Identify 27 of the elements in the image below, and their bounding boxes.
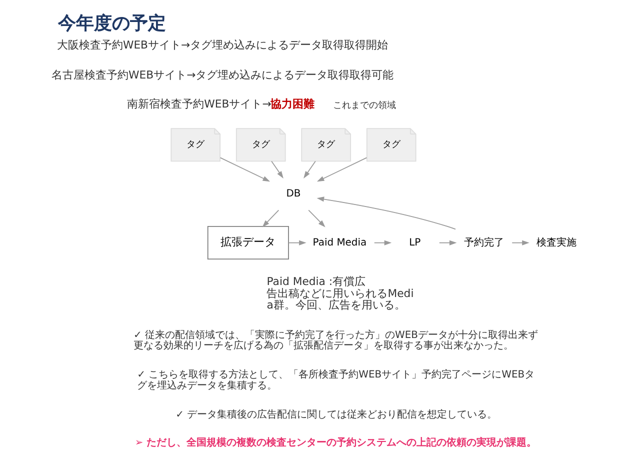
- label: 大阪検査予約WEBサイト→タグ埋め込みによるデータ取得取得開始: [56, 38, 388, 52]
- node-box: 拡張データ: [207, 226, 289, 260]
- node-text: 検査実施: [536, 237, 576, 248]
- label: ➢ ただし、全国規模の複数の検査センターの予約システムへの上記の依頼の実現が課題。: [134, 438, 537, 449]
- arrow: [288, 240, 306, 246]
- arrow: [271, 160, 284, 178]
- node-text: LP: [409, 237, 421, 248]
- diagram-title: 今年度の予定: [58, 12, 166, 34]
- arrow: [512, 240, 530, 246]
- node-text: 予約完了: [464, 237, 504, 248]
- arrow: [304, 160, 316, 178]
- node-text: Paid Media: [312, 237, 367, 248]
- label: 南新宿検査予約WEBサイト→協力困難: [127, 97, 314, 110]
- label: ✓ 従来の配信領域では、「実際に予約完了を行った方」のWEBデータが十分に取得出来ず更なる効果的リーチを広げる為の「拡張配信データ」を取得する事が出来なかった。: [134, 330, 538, 352]
- label: Paid Media :有償広告出稿などに用いられるMedia群。今回、広告を用いる。: [266, 275, 414, 312]
- arrow: [308, 210, 326, 228]
- arrow: [316, 196, 456, 230]
- label: これまでの領域: [332, 100, 396, 111]
- label: ✓ データ集積後の広告配信に関しては従来どおり配信を想定している。: [176, 409, 498, 420]
- arrow: [438, 240, 457, 246]
- arrow: [220, 157, 270, 182]
- arrow: [316, 157, 368, 182]
- node-text: DB: [286, 188, 301, 200]
- label: 名古屋検査予約WEBサイト→タグ埋め込みによるデータ取得取得可能: [52, 68, 394, 82]
- label: ✓ こちらを取得する方法として、「各所検査予約WEBサイト」予約完了ページにWEBタグを埋込みデータを集積する。: [137, 370, 535, 392]
- arrow: [262, 210, 280, 228]
- arrow: [374, 240, 392, 246]
